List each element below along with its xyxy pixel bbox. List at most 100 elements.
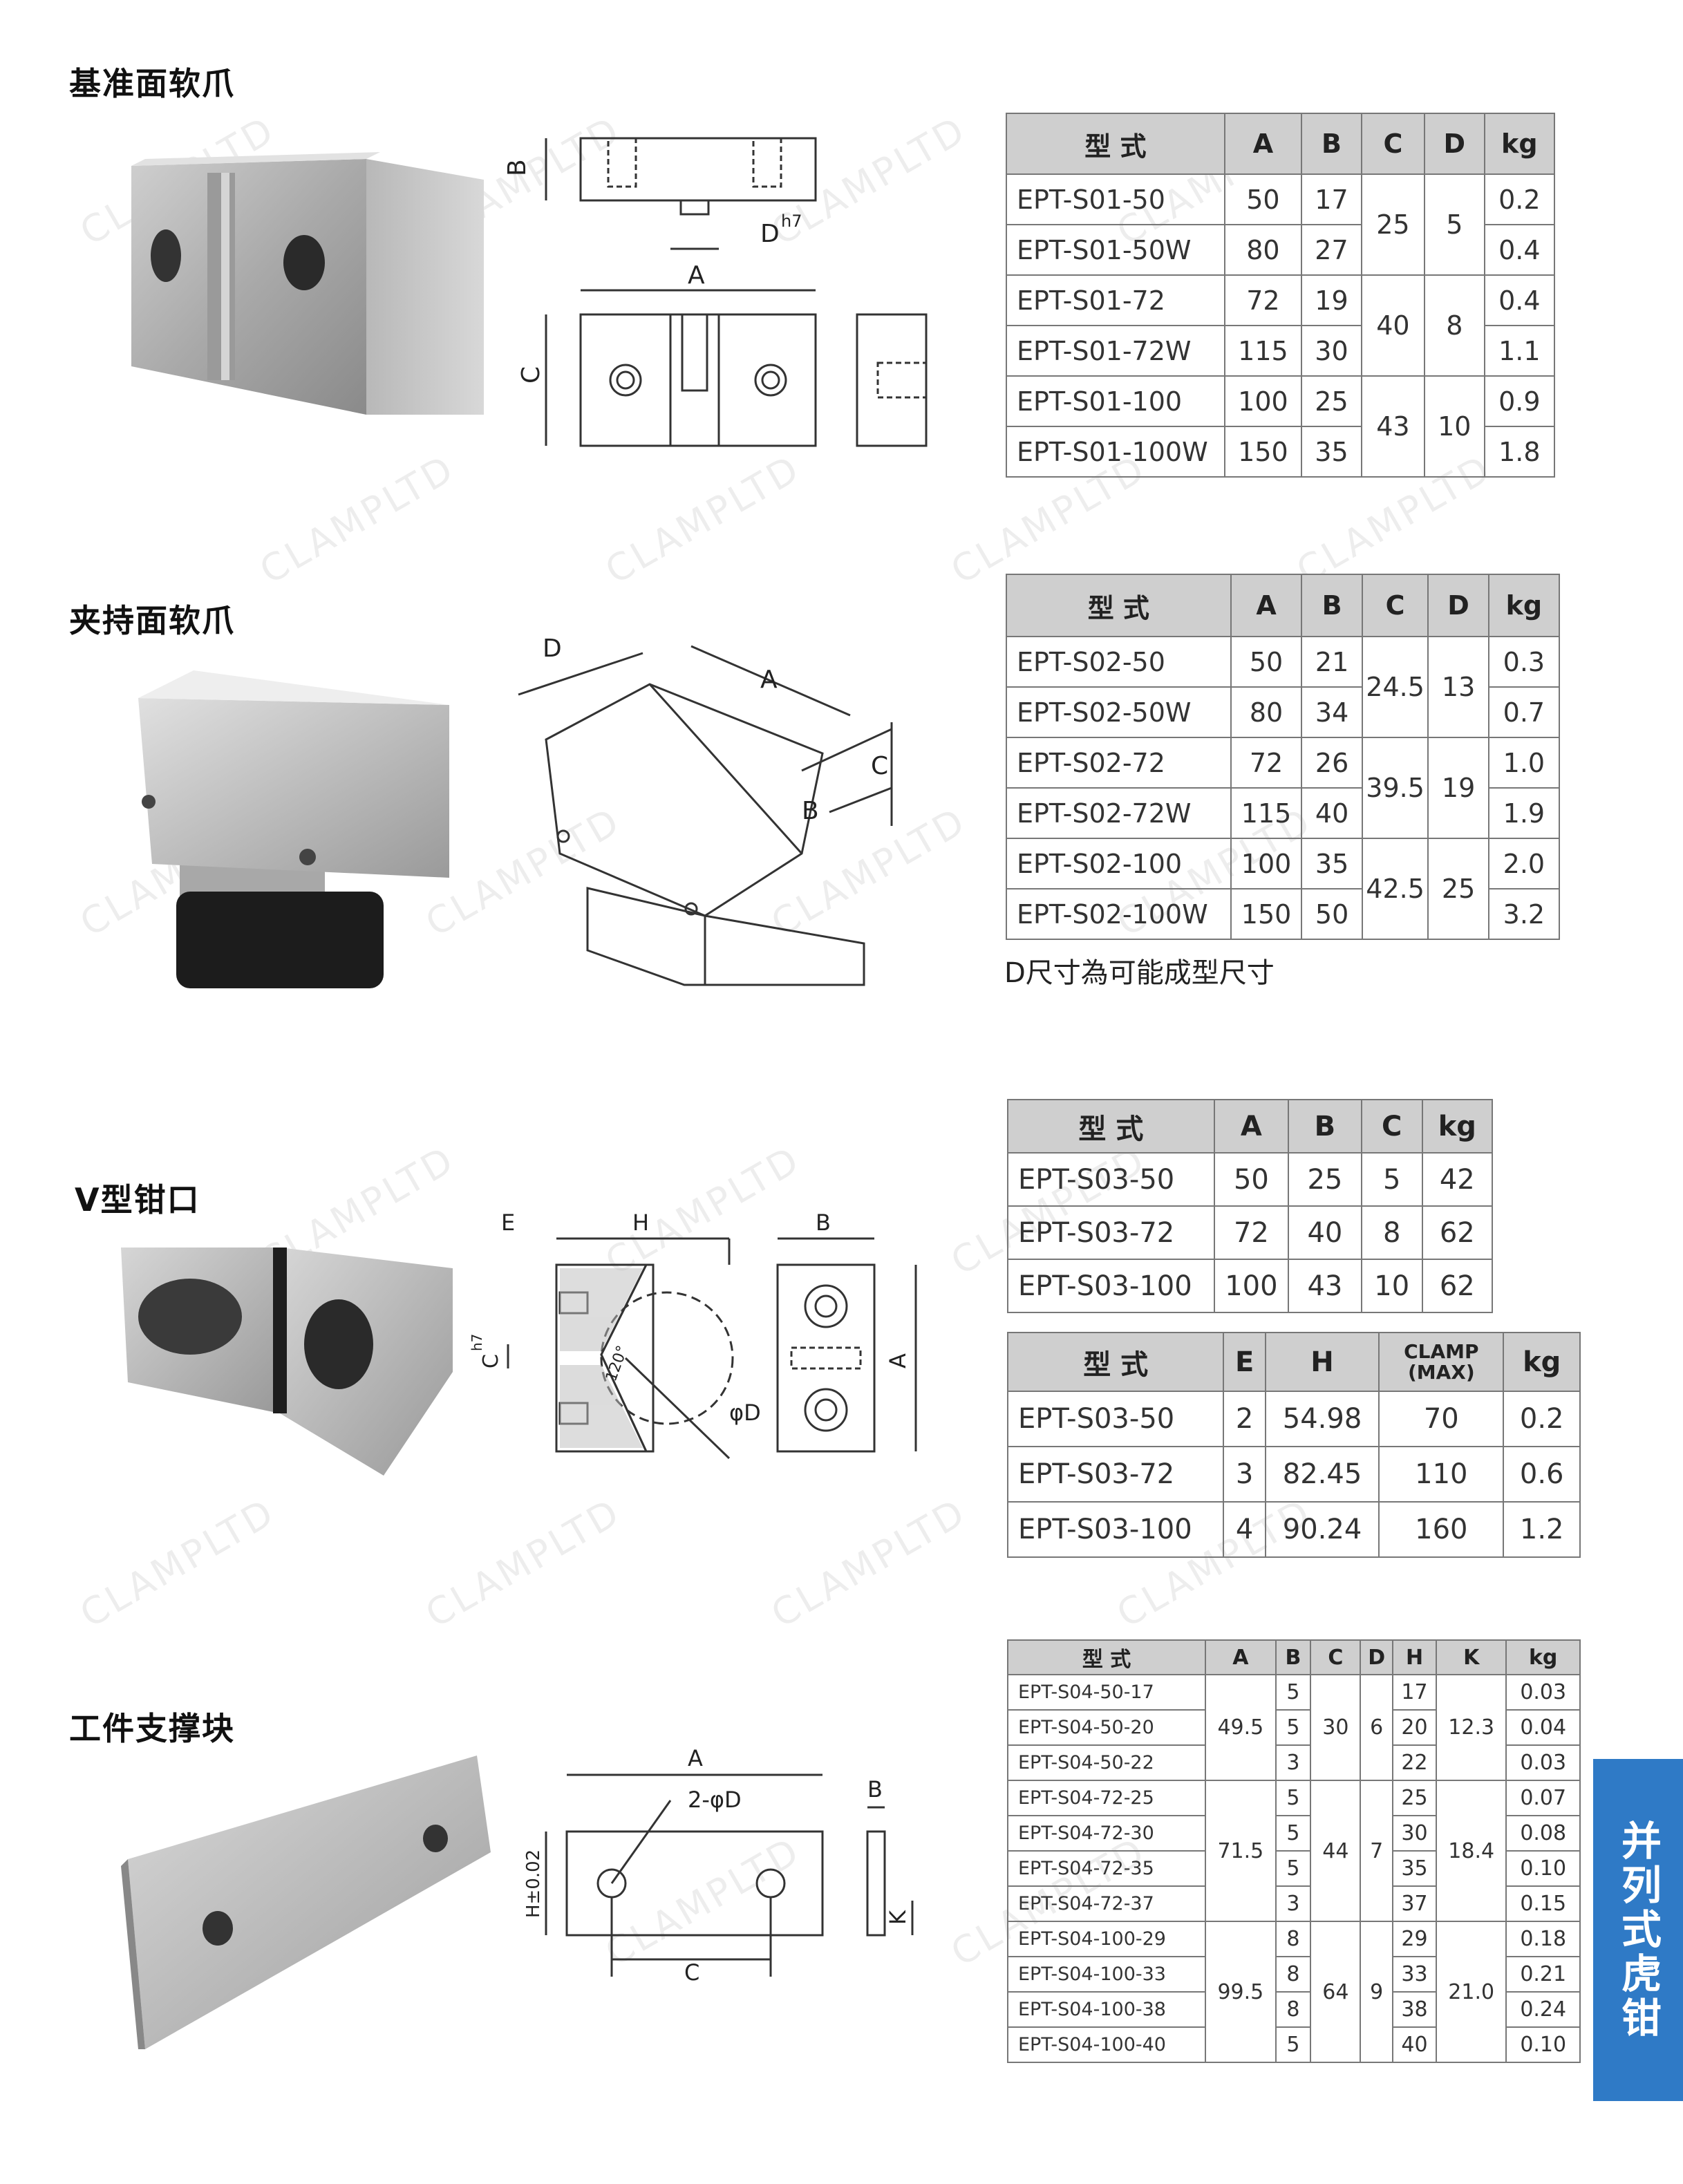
col-header: 型 式	[1007, 1099, 1215, 1154]
cell: 22	[1392, 1744, 1437, 1781]
cell-model: EPT-S02-72W	[1006, 787, 1232, 839]
drawing-datum-soft-jaw: B A C D h7	[505, 137, 928, 447]
cell: 13	[1427, 636, 1489, 738]
dim-label-a: A	[688, 1745, 703, 1771]
cell: 29	[1392, 1921, 1437, 1957]
cell: 34	[1301, 686, 1363, 738]
table-row: EPT-S02-50 50 21 24.5 13 0.3	[1006, 636, 1561, 738]
table-row: EPT-S04-100-38 8 38 0.24	[1006, 1991, 1581, 2028]
dim-label-d: D	[543, 634, 562, 663]
cell: 72	[1230, 737, 1303, 789]
col-header: kg	[1421, 1099, 1494, 1154]
cell: 71.5	[1205, 1780, 1277, 1922]
col-header: B	[1301, 574, 1363, 637]
cell: 24.5	[1361, 636, 1429, 738]
cell: 50	[1301, 888, 1363, 940]
table-row: EPT-S03-100 100 43 10 62	[1007, 1259, 1494, 1313]
cell: 80	[1223, 224, 1303, 276]
cell-model: EPT-S04-72-37	[1006, 1885, 1207, 1922]
table-row: EPT-S04-100-33 8 33 0.21	[1006, 1956, 1581, 1993]
dim-label-h7: h7	[469, 1334, 485, 1351]
col-header: kg	[1503, 1332, 1581, 1392]
section-title-clamping-soft-jaw: 夹持面软爪	[69, 602, 235, 639]
table-note: D尺寸為可能成型尺寸	[1004, 957, 1275, 989]
cell: 25	[1360, 173, 1426, 276]
cell: 25	[1288, 1152, 1362, 1207]
col-header: H	[1392, 1639, 1437, 1675]
table-row: EPT-S04-50-17 49.5 5 30 6 17 12.3 0.03	[1006, 1674, 1581, 1781]
clamp-max-label: (MAX)	[1407, 1360, 1475, 1384]
table-row: EPT-S04-72-37 3 37 0.15	[1006, 1885, 1581, 1922]
cell: 150	[1230, 888, 1303, 940]
col-header: C	[1310, 1639, 1362, 1675]
cell-model: EPT-S03-50	[1007, 1152, 1215, 1207]
col-header: E	[1223, 1332, 1266, 1392]
cell-model: EPT-S04-50-17	[1006, 1674, 1207, 1711]
cell: 8	[1275, 1991, 1312, 2028]
dim-label-c: C	[479, 1354, 503, 1368]
cell-model: EPT-S04-72-30	[1006, 1815, 1207, 1852]
table-row: EPT-S03-72 72 40 8 62	[1007, 1205, 1494, 1260]
col-header: kg	[1483, 113, 1556, 175]
cell: 17	[1301, 173, 1362, 225]
photo-clamping-soft-jaw	[138, 670, 449, 988]
cell: 0.3	[1487, 636, 1561, 688]
table-row: EPT-S03-50 50 25 5 42	[1007, 1152, 1494, 1207]
cell: 27	[1301, 224, 1362, 276]
cell: 100	[1223, 375, 1303, 427]
cell: 50	[1223, 173, 1303, 225]
cell: 40	[1288, 1205, 1362, 1260]
table-row: EPT-S04-100-40 5 40 0.10	[1006, 2026, 1581, 2063]
cell-model: EPT-S03-50	[1006, 1391, 1225, 1447]
col-header: A	[1205, 1639, 1277, 1675]
cell: 26	[1301, 737, 1363, 789]
table-row: EPT-S04-50-22 3 22 0.03	[1006, 1744, 1581, 1781]
cell: 3	[1275, 1744, 1312, 1781]
watermark: CLAMPLTD	[418, 1489, 629, 1637]
dim-label-phid: φD	[729, 1400, 761, 1426]
dim-label-b: B	[802, 797, 819, 825]
cell: 0.18	[1505, 1921, 1581, 1957]
photo-support-block	[121, 1755, 491, 2049]
cell: 90.24	[1264, 1501, 1380, 1558]
cell-model: EPT-S03-72	[1007, 1205, 1215, 1260]
table-row: EPT-S02-100 100 35 42.5 25 2.0	[1006, 838, 1561, 940]
cell: 43	[1288, 1259, 1362, 1313]
watermark: CLAMPLTD	[598, 446, 809, 593]
dim-label-e: E	[501, 1209, 515, 1236]
cell: 38	[1392, 1991, 1437, 2028]
cell: 1.8	[1483, 426, 1556, 478]
dim-label-a: A	[885, 1353, 911, 1368]
col-header: 型 式	[1006, 1332, 1225, 1392]
drawing-v-jaw: E H B A C h7 φD 120°	[469, 1209, 917, 1460]
cell: 37	[1392, 1885, 1437, 1922]
cell: 115	[1223, 325, 1303, 377]
table-row: EPT-S01-50 50 17 25 5 0.2	[1006, 173, 1556, 276]
side-tab-label: 并列式虎钳	[1615, 1819, 1662, 2041]
col-header: A	[1213, 1099, 1290, 1154]
cell: 49.5	[1205, 1674, 1277, 1781]
cell: 110	[1378, 1446, 1505, 1503]
cell: 5	[1424, 173, 1485, 276]
table-row: EPT-S04-100-29 99.5 8 64 9 29 21.0 0.18	[1006, 1921, 1581, 2063]
cell: 3.2	[1487, 888, 1561, 940]
cell: 20	[1392, 1709, 1437, 1746]
cell: 62	[1421, 1259, 1494, 1313]
watermark: CLAMPLTD	[252, 446, 463, 593]
table-row: EPT-S04-72-25 71.5 5 44 7 25 18.4 0.07	[1006, 1780, 1581, 1922]
spec-table-s03-clamp: 型 式 E H CLAMP (MAX) kg EPT-S03-50 2 54.9…	[1006, 1332, 1581, 1558]
dim-label-b: B	[505, 159, 532, 176]
dim-label-a: A	[760, 666, 778, 694]
drawing-support-block: A 2-φD B H±0.02 C K	[523, 1745, 914, 1984]
cell: 43	[1360, 375, 1426, 478]
col-header: D	[1424, 113, 1485, 175]
cell: 160	[1378, 1501, 1505, 1558]
cell: 8	[1275, 1956, 1312, 1993]
table-row: EPT-S02-72W 115 40 1.9	[1006, 787, 1561, 839]
cell: 100	[1230, 838, 1303, 889]
col-header: B	[1288, 1099, 1362, 1154]
cell: 0.10	[1505, 1850, 1581, 1887]
side-tab-category[interactable]: 并列式虎钳	[1593, 1759, 1683, 2101]
cell: 5	[1275, 2026, 1312, 2063]
cell: 0.7	[1487, 686, 1561, 738]
